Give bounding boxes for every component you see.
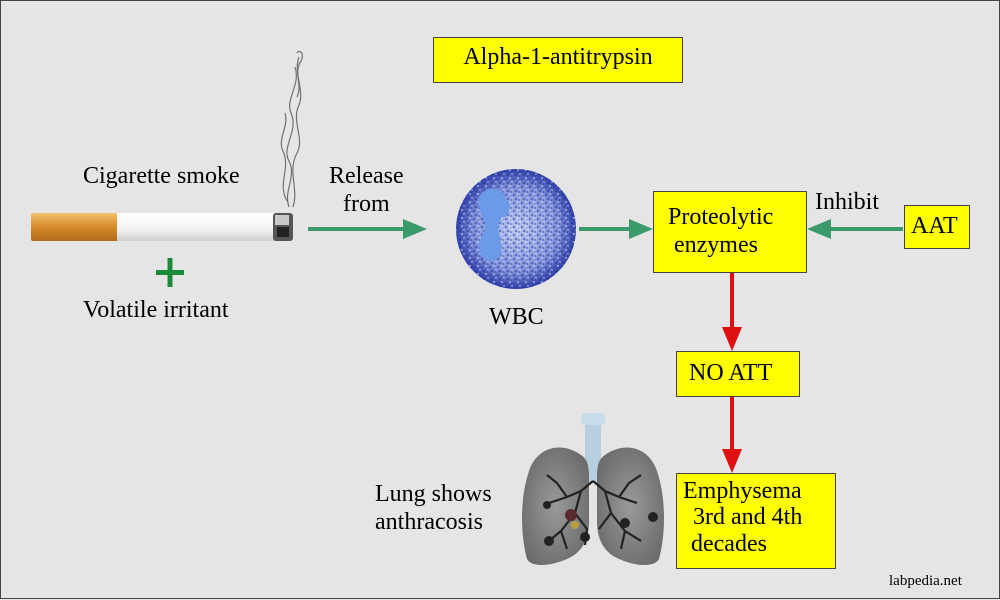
title-text: Alpha-1-antitrypsin [463, 44, 653, 70]
title-box: Alpha-1-antitrypsin [433, 37, 683, 83]
no-att-box: NO ATT [676, 351, 800, 397]
wbc-label: WBC [489, 304, 544, 330]
arrow-aat-inhibit [807, 219, 903, 239]
arrow-cigarette-to-wbc [308, 219, 427, 239]
lung-line2: anthracosis [375, 509, 483, 536]
cigarette-smoke-label: Cigarette smoke [83, 163, 240, 189]
arrow-no-att-to-emphysema [722, 397, 742, 473]
arrow-enzymes-to-no-att [722, 273, 742, 351]
aat-text: AAT [911, 213, 958, 239]
release-line1: Release [329, 163, 404, 189]
release-from-label: Release from [329, 163, 404, 218]
no-att-text: NO ATT [689, 360, 773, 386]
volatile-irritant-label: Volatile irritant [83, 297, 229, 323]
lungs-icon [522, 413, 664, 565]
cigarette-icon [31, 213, 293, 241]
aat-box: AAT [904, 205, 970, 249]
lung-anthracosis-label: Lung shows anthracosis [375, 481, 492, 536]
emphysema-box: Emphysema 3rd and 4th decades [676, 473, 836, 569]
wbc-cell-icon [456, 169, 576, 289]
proteolytic-line1: Proteolytic [668, 204, 774, 230]
proteolytic-line2: enzymes [674, 232, 758, 259]
lung-line1: Lung shows [375, 481, 492, 507]
arrow-wbc-to-enzymes [579, 219, 653, 239]
emphysema-line2: 3rd and 4th [693, 504, 803, 531]
release-line2: from [342, 191, 390, 218]
plus-icon [156, 258, 184, 287]
watermark: labpedia.net [889, 573, 962, 589]
proteolytic-enzymes-box: Proteolytic enzymes [653, 191, 807, 273]
inhibit-label: Inhibit [815, 189, 879, 215]
smoke-icon [280, 50, 303, 208]
emphysema-line3: decades [691, 530, 767, 557]
emphysema-line1: Emphysema [683, 478, 802, 504]
